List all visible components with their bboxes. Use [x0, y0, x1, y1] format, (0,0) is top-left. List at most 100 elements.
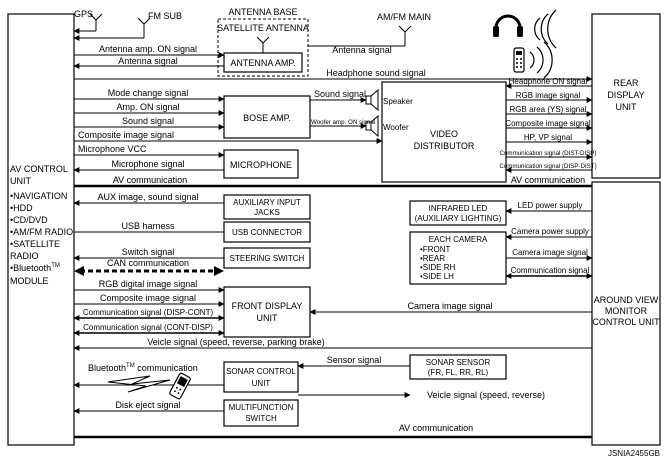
av-feature-navigation: •NAVIGATION	[10, 191, 67, 201]
svg-text:MICROPHONE: MICROPHONE	[230, 160, 292, 170]
infrared-led-block: INFRARED LED (AUXILIARY LIGHTING)	[409, 200, 507, 226]
rear-display-title-1: REAR	[613, 78, 639, 88]
svg-text:SONAR SENSOR: SONAR SENSOR	[426, 358, 491, 367]
rear-display-unit-block: REAR DISPLAY UNIT	[591, 13, 661, 179]
remote-control-icon	[513, 47, 525, 73]
communication-lines	[73, 273, 593, 336]
av-feature-satellite-1: •SATELLITE	[10, 239, 60, 249]
gps-label: GPS	[74, 9, 93, 19]
label-led-power: LED power supply	[518, 201, 583, 210]
label-rgb-area: RGB area (YS) signal	[510, 105, 587, 114]
microphone-block: MICROPHONE	[223, 149, 299, 179]
remote-wave-icon	[529, 41, 553, 79]
label-comm-signal: Communication signal	[511, 266, 590, 275]
av-communication-bus	[74, 184, 592, 439]
av-feature-module: MODULE	[10, 276, 49, 286]
av-feature-cd-dvd: •CD/DVD	[10, 215, 48, 225]
label-woofer: Woofer	[383, 123, 409, 132]
label-bluetooth-communication: BluetoothTM communication	[88, 363, 198, 373]
av-control-unit-block: AV CONTROL UNIT •NAVIGATION •HDD •CD/DVD…	[7, 13, 75, 446]
multifunction-switch-block: MULTIFUNCTION SWITCH	[223, 399, 299, 427]
label-rgb-digital: RGB digital image signal	[99, 279, 198, 289]
label-camera-image-signal: Camera image signal	[407, 301, 492, 311]
svg-text:STEERING SWITCH: STEERING SWITCH	[230, 254, 305, 263]
av-control-unit-title-1: AV CONTROL	[10, 164, 68, 174]
speaker-icon	[365, 88, 379, 112]
label-av-communication-right: AV communication	[511, 175, 585, 185]
av-feature-bluetooth: •BluetoothTM	[10, 263, 60, 273]
am-fm-main-label: AM/FM MAIN	[377, 12, 431, 22]
svg-text:FRONT DISPLAY: FRONT DISPLAY	[232, 301, 303, 311]
svg-text:•SIDE LH: •SIDE LH	[420, 272, 454, 281]
label-mode-change: Mode change signal	[108, 88, 189, 98]
antenna-feed-lines	[73, 24, 405, 47]
svg-text:JACKS: JACKS	[254, 208, 280, 217]
fm-sub-antenna-icon	[137, 17, 151, 28]
svg-text:INFRARED LED: INFRARED LED	[429, 204, 488, 213]
label-camera-power: Camera power supply	[511, 227, 589, 236]
label-av-communication-top: AV communication	[113, 175, 187, 185]
label-comm-cont-disp: Communication signal (CONT-DISP)	[83, 323, 213, 332]
sonar-control-unit-block: SONAR CONTROL UNIT	[223, 361, 299, 393]
svg-text:VIDEO: VIDEO	[430, 129, 458, 139]
label-headphone-on: Headphone ON signal	[509, 77, 588, 86]
label-antenna-signal-left: Antenna signal	[118, 56, 178, 66]
svg-text:UNIT: UNIT	[252, 379, 271, 388]
am-fm-main-antenna-icon	[398, 25, 412, 46]
av-control-unit-title-2: UNIT	[10, 176, 31, 186]
label-rgb-image: RGB image signal	[516, 91, 581, 100]
sonar-sensor-block: SONAR SENSOR (FR, FL, RR, RL)	[409, 354, 507, 380]
label-antenna-signal-right: Antenna signal	[332, 45, 392, 55]
label-microphone-signal: Microphone signal	[111, 159, 184, 169]
label-camera-image: Camera image signal	[512, 248, 588, 257]
label-hp-vp: HP, VP signal	[524, 133, 572, 142]
around-view-title-3: CONTROL UNIT	[592, 317, 660, 327]
fm-sub-label: FM SUB	[148, 11, 182, 21]
label-comm-dist-disp: Communication signal (DIST-DISP)	[500, 150, 597, 157]
rear-display-title-2: DISPLAY	[607, 90, 644, 100]
label-vehicle-signal-short: Veicle signal (speed, reverse)	[427, 390, 545, 400]
headphone-icon	[493, 14, 523, 37]
auxiliary-input-jacks-block: AUXILIARY INPUT JACKS	[223, 194, 311, 220]
woofer-icon	[365, 114, 379, 138]
mobile-phone-icon	[169, 372, 191, 400]
label-av-communication-bottom: AV communication	[399, 423, 473, 433]
av-feature-hdd: •HDD	[10, 203, 33, 213]
label-disk-eject: Disk eject signal	[115, 400, 180, 410]
bose-amp-block: BOSE AMP.	[223, 95, 311, 139]
label-composite-image-front: Composite image signal	[100, 293, 196, 303]
label-sound-signal-right: Sound signal	[314, 89, 366, 99]
signal-labels: Antenna amp. ON signal Antenna signal An…	[78, 44, 597, 433]
steering-switch-block: STEERING SWITCH	[223, 247, 311, 269]
label-can-communication: CAN communication	[107, 258, 189, 268]
av-feature-satellite-2: RADIO	[10, 251, 39, 261]
svg-text:(FR, FL, RR, RL): (FR, FL, RR, RL)	[428, 368, 489, 377]
each-camera-block: EACH CAMERA •FRONT •REAR •SIDE RH •SIDE …	[409, 231, 507, 285]
svg-text:MULTIFUNCTION: MULTIFUNCTION	[229, 403, 294, 412]
label-woofer-amp-on: Woofer amp. ON signal	[311, 119, 375, 126]
label-headphone-sound: Headphone sound signal	[326, 68, 426, 78]
svg-text:•FRONT: •FRONT	[420, 245, 450, 254]
antenna-base-group: ANTENNA BASE SATELLITE ANTENNA ANTENNA A…	[217, 7, 309, 77]
antenna-base-label: ANTENNA BASE	[228, 7, 297, 17]
svg-text:SONAR CONTROL: SONAR CONTROL	[226, 367, 296, 376]
svg-text:(AUXILIARY LIGHTING): (AUXILIARY LIGHTING)	[415, 214, 502, 223]
around-view-monitor-block: AROUND VIEW MONITOR CONTROL UNIT	[591, 181, 661, 446]
label-usb-harness: USB harness	[121, 221, 175, 231]
satellite-antenna-label: SATELLITE ANTENNA	[217, 23, 309, 33]
signal-lines	[73, 52, 593, 414]
svg-text:BOSE AMP.: BOSE AMP.	[243, 113, 291, 123]
svg-text:UNIT: UNIT	[257, 313, 278, 323]
label-composite-image-left: Composite image signal	[78, 130, 174, 140]
label-amp-on: Amp. ON signal	[116, 102, 179, 112]
label-switch-signal: Switch signal	[122, 247, 175, 257]
label-microphone-vcc: Microphone VCC	[78, 144, 147, 154]
label-speaker: Speaker	[383, 97, 413, 106]
around-view-title-1: AROUND VIEW	[594, 295, 659, 305]
label-comm-disp-cont: Communication signal (DISP-CONT)	[83, 308, 214, 317]
lightning-bolt-icon	[107, 375, 171, 393]
label-composite-image-right: Composite image signal	[505, 119, 591, 128]
svg-text:•REAR: •REAR	[420, 254, 445, 263]
